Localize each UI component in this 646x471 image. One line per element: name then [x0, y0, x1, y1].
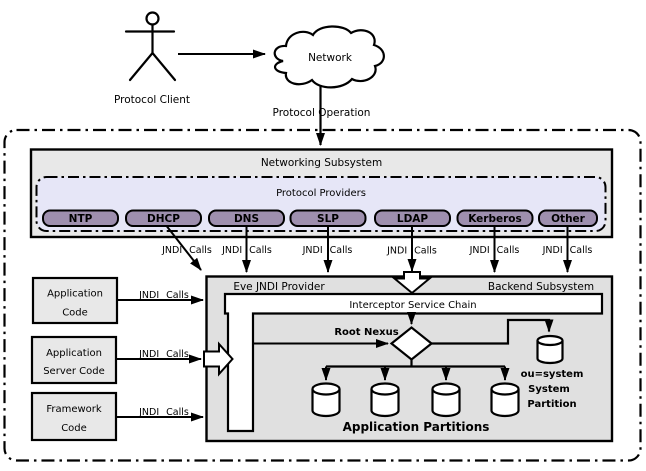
framework-code-box — [30, 391, 118, 442]
system-partition-label-3: Partition — [527, 399, 576, 410]
protocol-button-kerberos — [456, 209, 534, 227]
server-boundary-box — [3, 128, 642, 462]
application-partition-cylinder-3 — [431, 382, 461, 418]
client-code-boxes: Application Code Application Server Code… — [30, 276, 119, 442]
networking-subsystem-title: Networking Subsystem — [261, 157, 382, 169]
protocol-button-ldap — [374, 209, 451, 227]
application-code-line1: Application — [47, 289, 103, 300]
dhcp-jndi-arrow — [166, 225, 202, 271]
protocol-button-dns-label: DNS — [234, 213, 259, 225]
application-server-code-line2: Server Code — [43, 366, 105, 377]
protocol-client-figure — [124, 11, 177, 82]
protocol-button-other-label: Other — [551, 213, 586, 225]
protocol-button-slp — [289, 209, 367, 227]
jndi-calls-label-slp: JNDI Calls — [302, 245, 353, 256]
jndi-calls-label-app-code: JNDI Calls — [138, 290, 189, 301]
root-nexus-and-partitions: Root Nexus ou=system System Partition — [253, 312, 584, 434]
protocol-button-dns — [208, 209, 285, 227]
application-partitions-label: Application Partitions — [343, 420, 490, 434]
application-server-code-box — [30, 335, 118, 385]
application-partition-cylinder-4 — [490, 382, 520, 418]
backend-subsystem-title: Backend Subsystem — [488, 281, 594, 293]
jndi-calls-label-kerberos: JNDI Calls — [469, 245, 520, 256]
ldap-hollow-entry-arrow — [391, 271, 433, 295]
framework-code-line2: Code — [61, 423, 87, 434]
protocol-button-dhcp — [125, 209, 202, 227]
protocol-button-other — [538, 209, 598, 227]
system-partition-label-2: System — [528, 384, 570, 395]
protocol-button-kerberos-label: Kerberos — [468, 213, 522, 225]
interceptor-service-chain-title: Interceptor Service Chain — [349, 300, 476, 311]
application-code-line2: Code — [62, 308, 88, 319]
jndi-calls-label-app-server: JNDI Calls — [138, 349, 189, 360]
protocol-button-ntp — [42, 209, 119, 227]
nexus-to-system-partition-path — [431, 318, 554, 345]
protocol-providers-title: Protocol Providers — [276, 188, 366, 199]
network-cloud — [273, 25, 385, 89]
jndi-calls-label-ldap: JNDI Calls — [386, 246, 437, 257]
protocol-client-label: Protocol Client — [114, 94, 190, 106]
protocol-button-ldap-label: LDAP — [397, 213, 429, 225]
jndi-calls-label-dhcp: JNDI Calls — [161, 245, 212, 256]
eve-jndi-provider-title: Eve JNDI Provider — [233, 281, 325, 293]
protocol-operation-label: Protocol Operation — [273, 107, 371, 119]
figure-head — [145, 11, 160, 26]
networking-subsystem: Networking Subsystem Protocol Providers … — [29, 148, 614, 239]
jndi-calls-label-dns: JNDI Calls — [221, 245, 272, 256]
protocol-button-slp-label: SLP — [317, 213, 339, 225]
framework-code-line1: Framework — [46, 404, 102, 415]
network-label: Network — [308, 52, 353, 64]
application-partition-cylinder-2 — [370, 382, 400, 418]
system-partition-cylinder — [536, 334, 564, 365]
protocol-button-dhcp-label: DHCP — [147, 213, 180, 225]
partition-fanout-line — [326, 359, 505, 368]
application-server-code-line1: Application — [46, 348, 102, 359]
figure-legs — [128, 51, 177, 82]
root-nexus-label: Root Nexus — [334, 327, 398, 338]
interceptor-chain-and-request-channel — [223, 292, 604, 433]
protocol-button-ntp-label: NTP — [69, 213, 93, 225]
application-partition-cylinder-1 — [311, 382, 341, 418]
jndi-calls-label-other: JNDI Calls — [542, 245, 593, 256]
system-partition-label-1: ou=system — [521, 369, 584, 380]
jndi-calls-label-framework: JNDI Calls — [138, 407, 189, 418]
protocol-buttons: NTP DHCP DNS SLP LDAP Kerberos Other — [42, 209, 598, 227]
bulk-entry-hollow-arrow — [203, 341, 234, 377]
application-code-box — [31, 276, 119, 325]
